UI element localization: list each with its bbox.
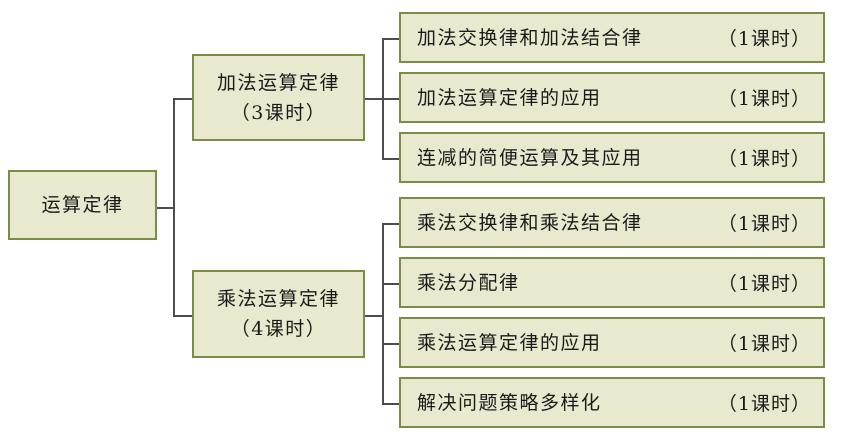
group-addition-hours: （3课时） — [230, 101, 327, 124]
connector-add-item-2 — [382, 98, 400, 100]
group-multiplication-name: 乘法运算定律 — [216, 288, 340, 310]
connector-add-trunk — [364, 98, 384, 100]
leaf-label: 加法运算定律的应用 — [417, 86, 602, 109]
connector-root-to-mul — [173, 315, 193, 317]
leaf-hours: （1课时） — [717, 88, 811, 110]
leaf-label: 乘法运算定律的应用 — [417, 331, 602, 354]
connector-mul-vertical — [382, 223, 384, 405]
connector-mul-item-3 — [382, 343, 400, 345]
leaf-hours: （1课时） — [717, 148, 811, 170]
leaf-hours: （1课时） — [717, 213, 811, 235]
connector-mul-item-4 — [382, 403, 400, 405]
connector-add-item-1 — [382, 38, 400, 40]
group-addition-name: 加法运算定律 — [216, 71, 340, 94]
leaf-label: 乘法分配律 — [417, 271, 520, 294]
leaf-label: 乘法交换律和乘法结合律 — [417, 211, 643, 234]
leaf-node: 加法交换律和加法结合律 （1课时） — [399, 12, 825, 63]
leaf-node: 连减的简便运算及其应用 （1课时） — [399, 132, 825, 183]
connector-root-to-add — [173, 98, 193, 100]
root-node: 运算定律 — [8, 170, 157, 240]
group-multiplication-hours: （4课时） — [230, 318, 327, 340]
leaf-label: 连减的简便运算及其应用 — [417, 146, 643, 169]
connector-add-item-3 — [382, 158, 400, 160]
connector-mul-item-1 — [382, 223, 400, 225]
leaf-node: 乘法交换律和乘法结合律 （1课时） — [399, 197, 825, 248]
leaf-node: 加法运算定律的应用 （1课时） — [399, 72, 825, 123]
group-node-multiplication: 乘法运算定律 （4课时） — [192, 270, 365, 358]
leaf-label: 加法交换律和加法结合律 — [417, 26, 643, 49]
leaf-hours: （1课时） — [717, 273, 811, 295]
connector-mul-item-2 — [382, 283, 400, 285]
leaf-hours: （1课时） — [717, 393, 811, 415]
root-label: 运算定律 — [41, 194, 124, 216]
leaf-hours: （1课时） — [717, 28, 811, 50]
connector-root-trunk — [155, 207, 175, 209]
leaf-node: 乘法分配律 （1课时） — [399, 257, 825, 308]
leaf-node: 乘法运算定律的应用 （1课时） — [399, 317, 825, 368]
leaf-label: 解决问题策略多样化 — [417, 391, 602, 414]
leaf-hours: （1课时） — [717, 333, 811, 355]
group-node-addition: 加法运算定律 （3课时） — [192, 54, 365, 141]
connector-mul-trunk — [364, 315, 384, 317]
connector-root-vertical — [173, 98, 175, 317]
leaf-node: 解决问题策略多样化 （1课时） — [399, 377, 825, 428]
